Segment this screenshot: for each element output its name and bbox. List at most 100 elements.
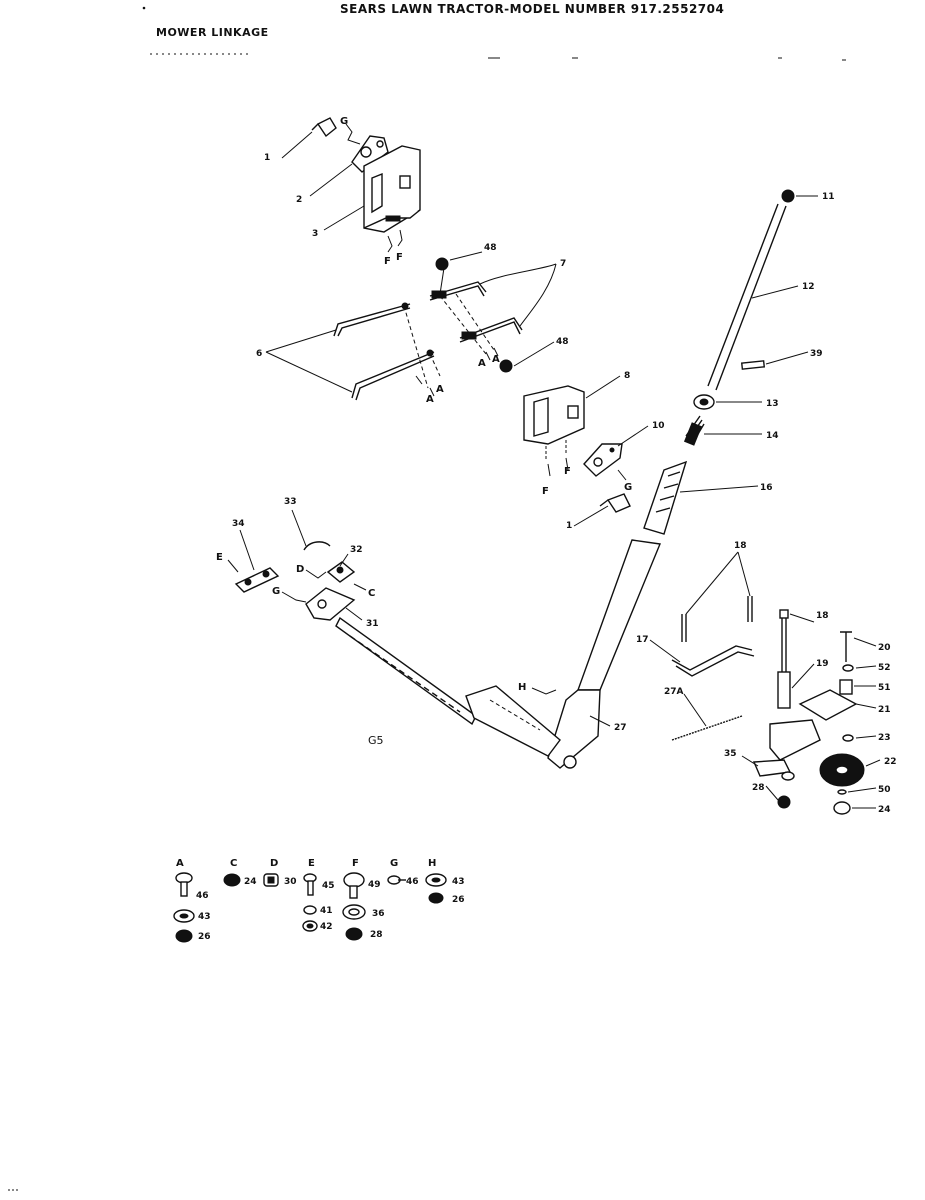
legend-C-item-24: 24 — [244, 877, 257, 887]
legend-E-item-42: 42 — [320, 922, 333, 932]
callout-22: 22 — [884, 757, 897, 767]
callout-27: 27 — [614, 723, 627, 733]
bushing-part-51 — [839, 679, 853, 695]
callout-24: 24 — [878, 805, 891, 815]
callout-13: 13 — [766, 399, 779, 409]
dashed-alignment-lines — [403, 267, 495, 389]
legend-H-item-43: 43 — [452, 877, 465, 887]
callout-18-vertical: 18 — [816, 611, 829, 621]
bracket-part-3 — [363, 145, 421, 233]
callout-28: 28 — [752, 783, 765, 793]
callout-35: 35 — [724, 749, 737, 759]
rod-part-17 — [671, 645, 755, 677]
legend-F-item-28: 28 — [370, 930, 383, 940]
tag-A-3: A — [478, 358, 486, 369]
callout-3: 3 — [312, 229, 318, 239]
hardware-legend: A C D E F G H 46 43 26 24 30 — [173, 858, 465, 943]
legend-letter-A: A — [176, 858, 184, 869]
legend-H-item-26: 26 — [452, 895, 465, 905]
nut-part-28 — [777, 795, 791, 809]
legend-letter-C: C — [230, 858, 237, 869]
link-part-32 — [326, 561, 356, 583]
bracket-part-8 — [523, 385, 585, 460]
legend-D-item-30: 30 — [284, 877, 297, 887]
callout-19: 19 — [816, 659, 829, 669]
callout-6: 6 — [256, 349, 262, 359]
rods-part-7 — [429, 257, 523, 373]
callout-23: 23 — [878, 733, 891, 743]
tag-C: C — [368, 588, 375, 599]
callout-1-lower: 1 — [566, 521, 572, 531]
tag-G-mid: G — [624, 482, 632, 493]
tag-A-2: A — [436, 384, 444, 395]
tag-F-1: F — [384, 256, 391, 267]
bolt-part-20 — [840, 631, 852, 662]
washer-part-52 — [842, 664, 854, 672]
diagram-stamp: G5 — [368, 734, 384, 747]
callout-27A: 27A — [664, 687, 684, 697]
spacer-part-19 — [777, 671, 791, 709]
callout-31: 31 — [366, 619, 379, 629]
callout-2: 2 — [296, 195, 302, 205]
cross-shaft — [335, 616, 561, 757]
spring-part-27A — [671, 715, 743, 741]
legend-letter-G: G — [390, 858, 398, 869]
washer-part-50 — [837, 789, 847, 795]
tag-G-top: G — [340, 116, 348, 127]
tag-F-3: F — [542, 486, 549, 497]
tag-D: D — [296, 564, 304, 575]
bolt-part-1-lower — [599, 493, 631, 513]
callout-1-top: 1 — [264, 153, 270, 163]
callout-20: 20 — [878, 643, 891, 653]
corner-marks — [8, 6, 146, 1191]
handle-grip-part-16 — [643, 460, 688, 535]
callout-48-top: 48 — [484, 243, 497, 253]
legend-G-item-46: 46 — [406, 877, 419, 887]
callout-12: 12 — [802, 282, 815, 292]
callout-17: 17 — [636, 635, 649, 645]
legend-F-item-36: 36 — [372, 909, 385, 919]
callout-33: 33 — [284, 497, 297, 507]
knob-part-11 — [781, 189, 795, 203]
legend-letter-E: E — [308, 858, 315, 869]
bracket-part-34 — [234, 567, 280, 593]
page-title: SEARS LAWN TRACTOR-MODEL NUMBER 917.2552… — [340, 2, 725, 16]
callout-14: 14 — [766, 431, 779, 441]
legend-F-item-49: 49 — [368, 880, 381, 890]
tag-G-low: G — [272, 586, 280, 597]
tag-E: E — [216, 552, 223, 563]
callout-11: 11 — [822, 192, 835, 202]
legend-A-item-46: 46 — [196, 891, 209, 901]
tag-H: H — [518, 682, 526, 693]
legend-letter-D: D — [270, 858, 278, 869]
legend-E-item-45: 45 — [322, 881, 335, 891]
callout-8: 8 — [624, 371, 630, 381]
wheel-part-22 — [819, 753, 865, 787]
tag-A-4: A — [492, 354, 500, 365]
callout-16: 16 — [760, 483, 773, 493]
callout-18-pair: 18 — [734, 541, 747, 551]
letter-tags: G F F A A A A F F G E D C G H — [216, 116, 632, 693]
bellcrank-part-2 — [351, 135, 389, 173]
leader-lines — [239, 131, 881, 809]
legend-letter-H: H — [428, 858, 436, 869]
tag-F-2: F — [396, 252, 403, 263]
rods-part-6 — [333, 302, 435, 401]
legend-A-item-26: 26 — [198, 932, 211, 942]
lift-lever-part-27 — [547, 539, 661, 769]
callout-10: 10 — [652, 421, 665, 431]
callout-34: 34 — [232, 519, 245, 529]
tag-A-1: A — [426, 394, 434, 405]
callout-52: 52 — [878, 663, 891, 673]
washer-part-13 — [693, 394, 715, 410]
arm-part-31 — [305, 587, 356, 621]
callout-51: 51 — [878, 683, 891, 693]
callout-labels: 1 2 3 6 7 8 10 1 11 12 39 13 14 16 48 48… — [232, 153, 897, 815]
link-part-35 — [752, 759, 795, 781]
letter-tag-leaders — [227, 123, 627, 695]
spacer-part-39 — [740, 360, 766, 370]
nut-part-24 — [833, 801, 851, 815]
callout-50: 50 — [878, 785, 891, 795]
